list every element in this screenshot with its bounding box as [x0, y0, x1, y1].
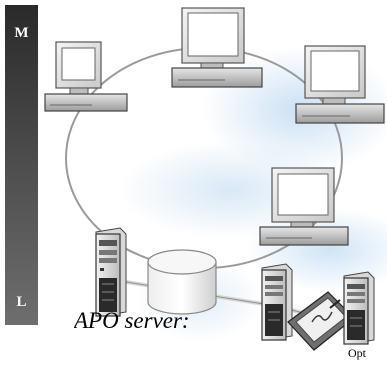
desktop-computer-icon: [259, 167, 349, 246]
scale-top-label: M: [14, 25, 29, 41]
tower-server-icon: [343, 271, 375, 345]
apo-server-caption: APO server:: [74, 308, 190, 333]
tower-server-icon: [261, 263, 293, 341]
database-disk-icon: [147, 249, 217, 315]
tower-server-icon: [95, 227, 127, 317]
desktop-computer-icon: [295, 45, 385, 124]
scale-bar: M L: [5, 5, 38, 325]
desktop-computer-icon: [171, 7, 263, 88]
desktop-computer-icon: [44, 41, 128, 112]
optional-server-label: Opt: [348, 346, 366, 360]
scale-bottom-label: L: [16, 294, 27, 310]
